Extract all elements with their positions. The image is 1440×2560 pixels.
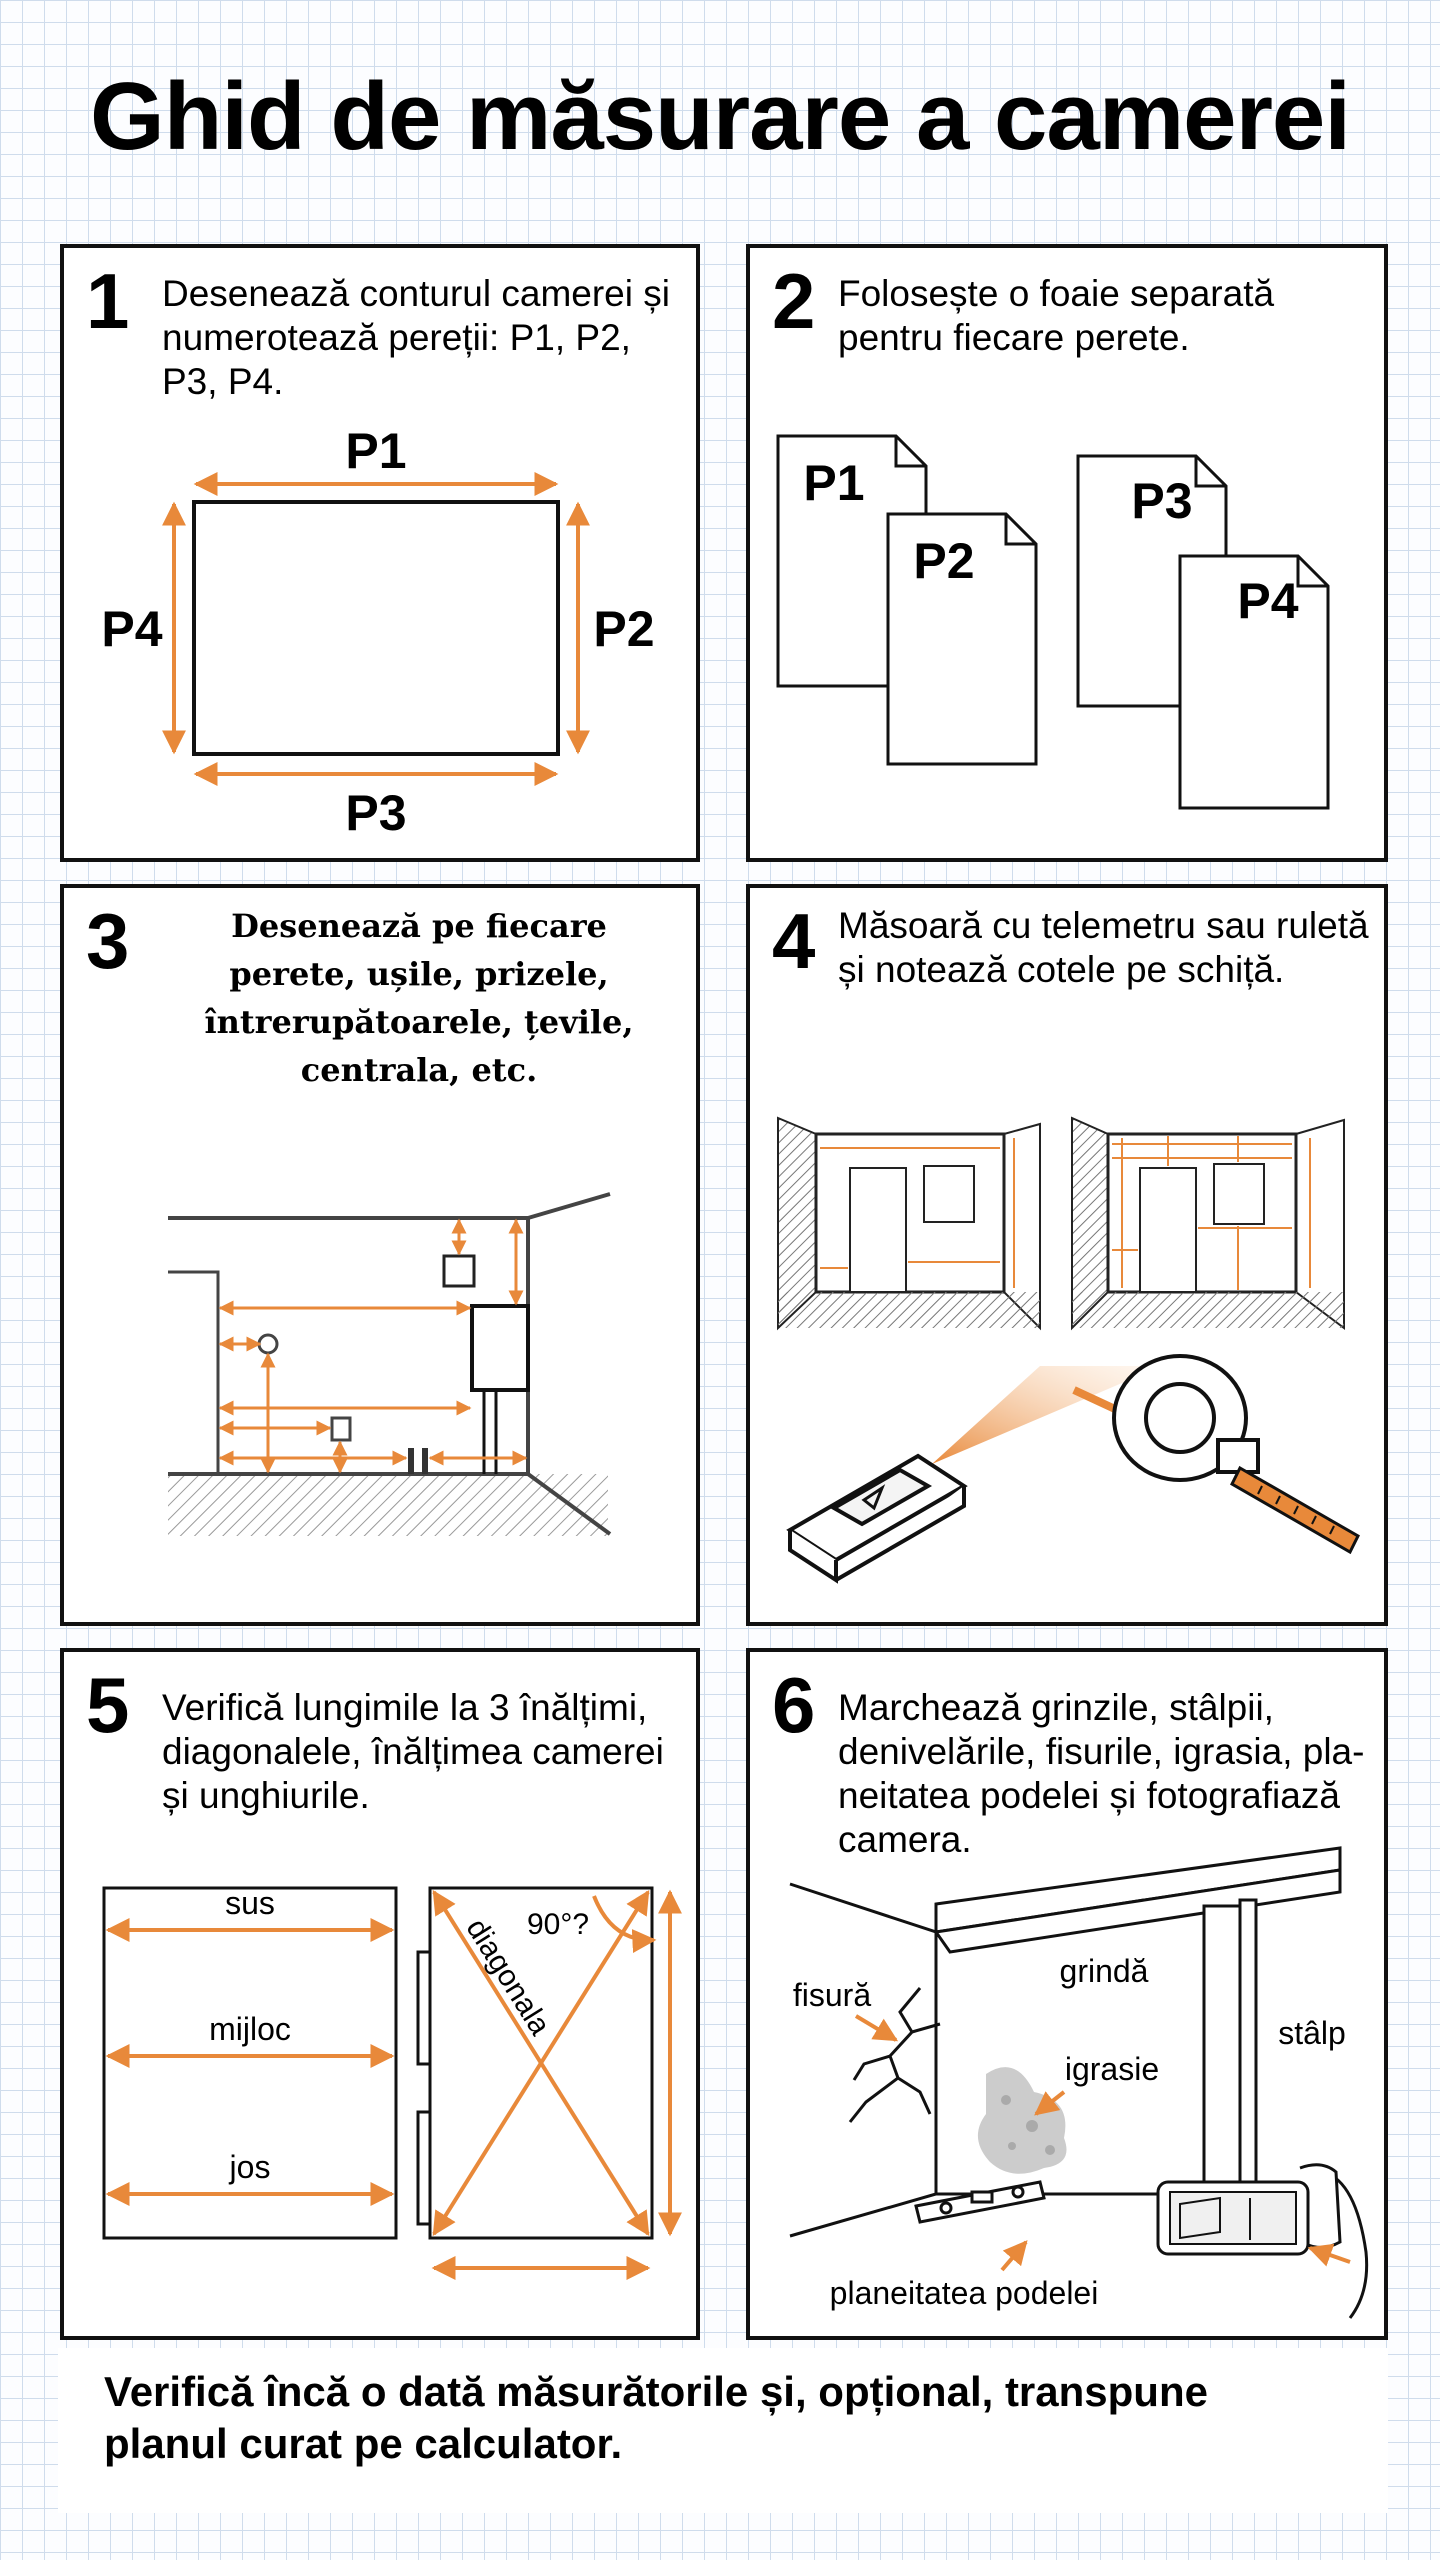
damp-icon — [977, 2067, 1067, 2174]
step-5-text: Verifică lungimile la 3 înălțimi, diagon… — [162, 1687, 664, 1816]
laser-meter-icon — [786, 1453, 968, 1584]
pipe-right — [422, 1448, 428, 1474]
label-p4: P4 — [101, 601, 162, 657]
step-3-number: 3 — [86, 897, 130, 985]
step-2-text: Folosește o foaie separată pentru fiecar… — [838, 273, 1275, 358]
label-stalp: stâlp — [1278, 2015, 1346, 2051]
label-mijloc: mijloc — [209, 2011, 291, 2047]
step-2-number: 2 — [772, 257, 816, 345]
sheet-label-p4: P4 — [1237, 573, 1298, 629]
spirit-level-icon — [914, 2180, 1046, 2224]
label-p3: P3 — [345, 785, 406, 841]
sheet-label-p1: P1 — [803, 455, 864, 511]
step-6-number: 6 — [772, 1661, 816, 1749]
step-1-panel: 1 Desenează conturul camerei și numerote… — [60, 244, 700, 862]
step-1-number: 1 — [86, 257, 130, 345]
label-igrasie: igrasie — [1065, 2051, 1159, 2087]
step-3-text: Desenează pe fiecare perete, ușile, priz… — [204, 907, 634, 1089]
switch-icon — [330, 1416, 352, 1442]
label-angle: 90°? — [527, 1908, 589, 1941]
footer-note: Verifică încă o dată măsurătorile și, op… — [58, 2348, 1388, 2513]
pillar-icon — [1202, 1898, 1258, 2214]
pipe-left — [408, 1448, 414, 1474]
footer-text: Verifică încă o dată măsurătorile și, op… — [104, 2368, 1208, 2467]
wall-sketch-1 — [777, 1116, 1041, 1331]
sheet-p4 — [1178, 554, 1330, 810]
step-6-text: Marchează grinzile, stâlpii, denivelăril… — [838, 1687, 1365, 1860]
sheet-p2 — [886, 512, 1038, 766]
step-5-number: 5 — [86, 1661, 130, 1749]
measuring-tools-diagram — [777, 1116, 1360, 1584]
step-2-panel: 2 Folosește o foaie separată pentru fiec… — [746, 244, 1388, 862]
step-4-panel: 4 Măsoară cu telemetru sau ruletă și not… — [746, 884, 1388, 1626]
wall-elements-diagram — [168, 1192, 612, 1536]
sheet-label-p2: P2 — [913, 533, 974, 589]
wall-sheets-diagram: P1 P2 P3 P4 — [776, 434, 1330, 810]
tape-measure-icon — [1112, 1354, 1360, 1555]
page-title: Ghid de măsurare a camerei — [90, 63, 1351, 170]
room-defects-diagram: fisură grindă igrasie stâlp planeitatea … — [789, 1846, 1369, 2319]
step-4-text: Măsoară cu telemetru sau ruletă și notea… — [838, 905, 1369, 990]
step-3-panel: 3 Desenează pe fiecare perete, ușile, pr… — [60, 884, 700, 1626]
socket-icon — [257, 1333, 279, 1355]
window-box — [442, 1254, 476, 1288]
wall-lengths-box — [102, 1886, 398, 2240]
label-planeitate: planeitatea podelei — [830, 2275, 1099, 2311]
label-p2: P2 — [593, 601, 654, 657]
label-p1: P1 — [345, 423, 406, 479]
side-wall — [527, 1192, 611, 1220]
boiler — [470, 1304, 530, 1392]
door-outline — [168, 1270, 220, 1474]
crack-icon — [848, 1987, 941, 2123]
sheet-label-p3: P3 — [1131, 473, 1192, 529]
room-outline — [192, 500, 560, 756]
label-jos: jos — [229, 2149, 271, 2185]
floor-hatch — [168, 1474, 608, 1536]
room-outline-diagram: P1 P2 P3 P4 — [101, 423, 654, 841]
laser-beam — [932, 1366, 1162, 1464]
step-6-panel: 6 Marchează grinzile, stâlpii, denivelăr… — [746, 1648, 1388, 2340]
step-1-text: Desenează conturul camerei și numeroteaz… — [162, 273, 670, 402]
label-grinda: grindă — [1060, 1953, 1149, 1989]
step-5-panel: 5 Verifică lungimile la 3 înălțimi, diag… — [60, 1648, 700, 2340]
beam-icon — [933, 1846, 1342, 1954]
wall-sketch-2 — [1071, 1116, 1345, 1331]
label-fisura: fisură — [793, 1977, 871, 2013]
check-measurements-diagram: sus mijloc jos diagonala 90°? — [102, 1885, 682, 2280]
phone-camera-icon — [1156, 2163, 1369, 2319]
step-4-number: 4 — [772, 897, 816, 985]
label-sus: sus — [225, 1885, 275, 1921]
